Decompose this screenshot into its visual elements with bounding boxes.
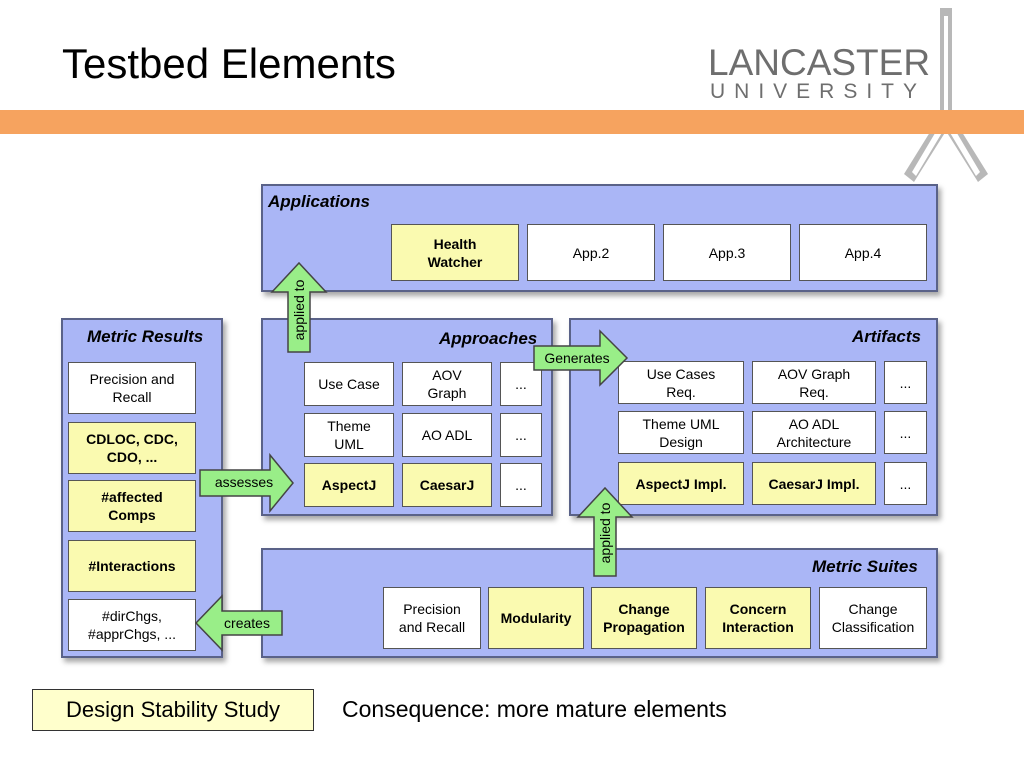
approach-box: ... [500,362,542,406]
applications-panel: Applications Health Watcher App.2 App.3 … [261,184,938,292]
approach-box: AspectJ [304,463,394,507]
metric-suite-box: Change Classification [819,587,927,649]
metric-result-box: CDLOC, CDC, CDO, ... [68,422,196,474]
artifacts-title: Artifacts [852,327,921,346]
metric-result-box: #Interactions [68,540,196,592]
slide-title: Testbed Elements [62,40,396,87]
approaches-title: Approaches [439,329,538,348]
metric-suites-panel: Metric Suites Precision and Recall Modul… [261,548,938,658]
header-band [0,110,1024,134]
approach-box: CaesarJ [402,463,492,507]
university-logo-icon [904,8,988,182]
metric-suite-box: Modularity [488,587,584,649]
artifacts-panel: Artifacts Use Cases Req. AOV Graph Req. … [569,318,938,516]
metric-suites-title: Metric Suites [812,557,918,576]
app-box: App.2 [527,224,655,281]
app-box: Health Watcher [391,224,519,281]
logo-subtitle: UNIVERSITY [710,80,927,103]
artifact-box: Theme UML Design [618,411,744,454]
artifact-box: AspectJ Impl. [618,462,744,505]
artifact-box: AOV Graph Req. [752,361,876,404]
design-stability-study-box: Design Stability Study [32,689,314,731]
approach-box: ... [500,463,542,507]
artifact-box: AO ADL Architecture [752,411,876,454]
artifact-box: CaesarJ Impl. [752,462,876,505]
app-box: App.3 [663,224,791,281]
metric-result-box: #dirChgs, #apprChgs, ... [68,599,196,651]
metric-suite-box: Concern Interaction [705,587,811,649]
metric-results-panel: Metric Results Precision and Recall CDLO… [61,318,223,658]
approaches-panel: Approaches Use Case AOV Graph ... Theme … [261,318,553,516]
applications-title: Applications [268,192,371,211]
metric-result-box: #affected Comps [68,480,196,532]
artifact-box: Use Cases Req. [618,361,744,404]
artifact-box: ... [884,411,927,454]
metric-suite-box: Precision and Recall [383,587,481,649]
consequence-text: Consequence: more mature elements [342,696,727,722]
metric-results-title: Metric Results [87,327,204,346]
approach-box: Theme UML [304,413,394,457]
artifact-box: ... [884,462,927,505]
approach-box: AO ADL [402,413,492,457]
approach-box: AOV Graph [402,362,492,406]
approach-box: ... [500,413,542,457]
artifact-box: ... [884,361,927,404]
app-box: App.4 [799,224,927,281]
logo-name: LANCASTER [708,42,931,83]
metric-suite-box: Change Propagation [591,587,697,649]
approach-box: Use Case [304,362,394,406]
metric-result-box: Precision and Recall [68,362,196,414]
